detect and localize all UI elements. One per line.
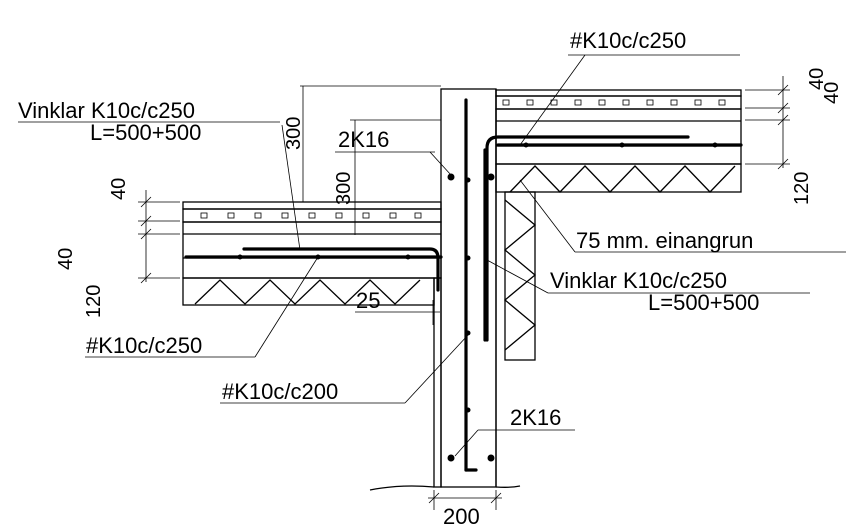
label-dim-120-left: 120 <box>83 285 105 318</box>
label-right-angle-length: L=500+500 <box>648 290 759 315</box>
label-left-mesh: #K10c/c250 <box>86 333 202 358</box>
label-right-angle-bars: Vinklar K10c/c250 <box>550 268 727 293</box>
left-slab <box>182 201 443 292</box>
left-slab-voids <box>200 212 422 219</box>
label-wall-mesh: #K10c/c200 <box>222 379 338 404</box>
label-dim-40-right-b: 40 <box>821 82 843 104</box>
left-insulation <box>182 277 435 306</box>
label-dim-40-left: 40 <box>108 178 130 200</box>
label-wall-bars-top: 2K16 <box>338 127 389 152</box>
right-insulation <box>495 163 742 361</box>
label-left-dim-300-b: 300 <box>333 172 355 205</box>
label-dim-120-right: 120 <box>791 172 813 205</box>
label-wall-bars-bottom: 2K16 <box>510 405 561 430</box>
label-left-angle-bars: Vinklar K10c/c250 <box>18 98 195 123</box>
label-dim-40-left-b: 40 <box>55 248 77 270</box>
leader-lines <box>18 54 846 457</box>
label-dim-25: 25 <box>356 288 380 313</box>
wall-reinforcement <box>447 98 495 472</box>
dimension-lines <box>138 76 790 510</box>
label-top-right-mesh: #K10c/c250 <box>570 28 686 53</box>
label-wall-width: 200 <box>443 504 480 529</box>
label-left-angle-length: L=500+500 <box>90 120 201 145</box>
label-insulation: 75 mm. einangrun <box>576 228 753 253</box>
right-slab-voids <box>502 99 726 106</box>
annotation-labels: #K10c/c250 Vinklar K10c/c250 L=500+500 3… <box>18 28 843 529</box>
label-dim-40-right: 40 <box>806 68 828 90</box>
ground-line <box>369 485 521 491</box>
label-left-dim-300-a: 300 <box>283 117 305 150</box>
